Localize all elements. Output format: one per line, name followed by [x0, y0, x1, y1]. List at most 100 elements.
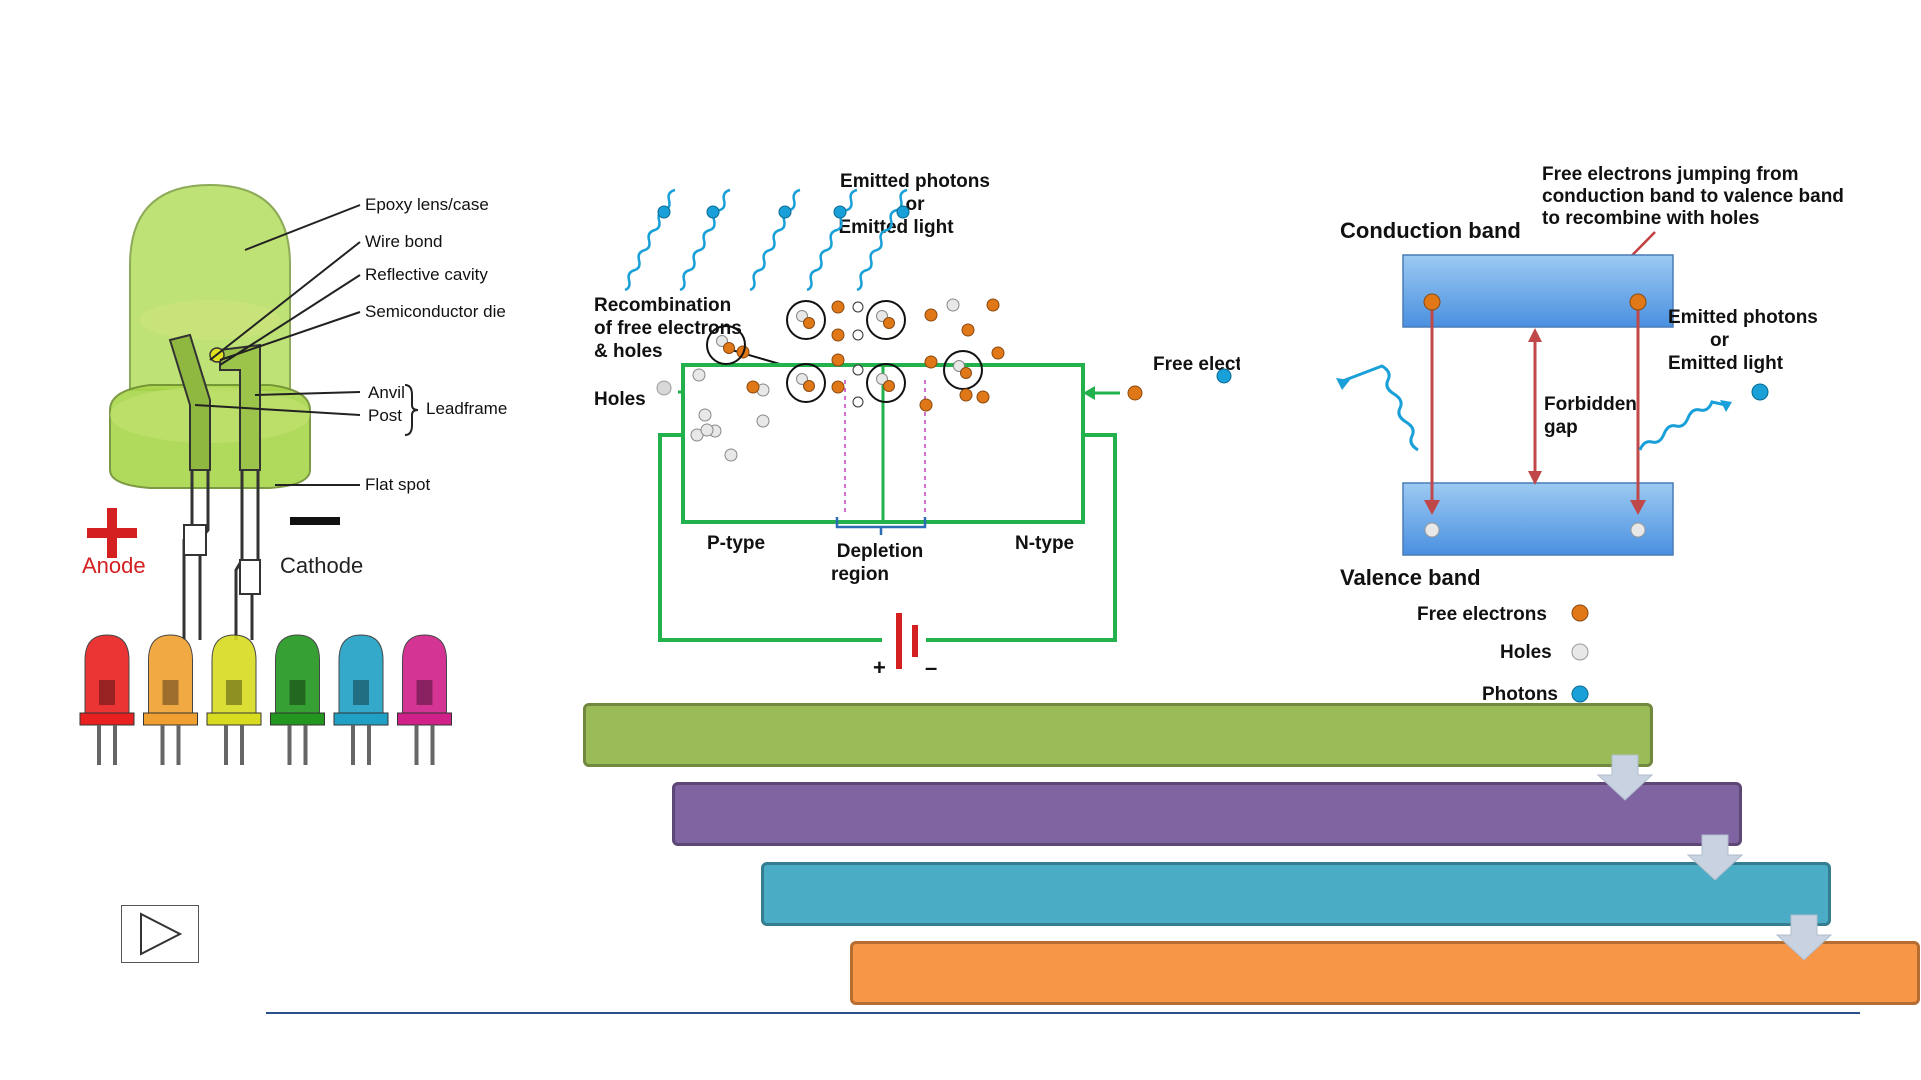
recombination-electron: [883, 380, 895, 392]
energy-band-diagram: Free electrons jumping from conduction b…: [1336, 164, 1844, 705]
recombination-electron: [960, 367, 972, 379]
recombination-label-3: & holes: [594, 341, 663, 362]
recombination-pair: [866, 363, 906, 403]
forbidden-gap-label-2: gap: [1544, 417, 1578, 438]
label-epoxy-lens: Epoxy lens/case: [365, 195, 489, 214]
band-photon-arrow-left-icon: [1336, 378, 1350, 390]
band-emitted-label-3: Emitted light: [1668, 353, 1784, 374]
battery-long-plate: [896, 613, 902, 669]
photon-icon: [1216, 368, 1232, 384]
step-down-arrow-icon-2: [1686, 834, 1744, 881]
jump-label-3: to recombine with holes: [1542, 208, 1759, 229]
colored-led: [79, 634, 135, 765]
pn-ion-positive: [852, 396, 864, 408]
play-icon: [140, 912, 183, 956]
anode-plus-icon: [87, 508, 137, 558]
pn-electron: [986, 298, 1000, 312]
label-post: Post: [368, 406, 402, 425]
pn-electron: [976, 390, 990, 404]
led-leader-lines: [194, 204, 419, 486]
hole-icon: [656, 380, 672, 396]
anode-label: Anode: [82, 553, 146, 578]
pn-hole: [946, 298, 960, 312]
step-down-arrow-icon-1: [1596, 754, 1654, 801]
forbidden-gap-label-1: Forbidden: [1544, 394, 1637, 415]
recombination-electron: [883, 317, 895, 329]
label-wire-bond: Wire bond: [365, 232, 442, 251]
pn-junction-diagram: Emitted photons or Emitted light Recombi…: [594, 171, 1240, 680]
battery-short-plate: [912, 625, 918, 657]
colored-led: [397, 634, 452, 765]
pn-ion-positive: [852, 364, 864, 376]
band-hole-right: [1630, 522, 1646, 538]
pn-photon: [679, 188, 731, 292]
recombination-ring: [786, 363, 826, 403]
depletion-label-2: region: [831, 564, 889, 585]
legend-holes-label: Holes: [1500, 642, 1552, 663]
recombination-ring: [866, 363, 906, 403]
circuit-wire-right: [915, 433, 1117, 642]
label-anvil: Anvil: [368, 383, 405, 402]
electron-icon: [1127, 385, 1143, 401]
step-bar-3: [761, 862, 1831, 926]
recombination-ring: [706, 325, 746, 365]
play-button[interactable]: [121, 905, 199, 963]
conduction-band-label: Conduction band: [1340, 218, 1521, 243]
pn-emitted-label-2: or: [906, 194, 926, 215]
circuit-wire-left: [658, 433, 925, 642]
pn-photon-group: [624, 188, 910, 292]
colored-led: [270, 634, 325, 765]
pn-electron: [746, 380, 760, 394]
led-diagram: Epoxy lens/case Wire bond Reflective cav…: [79, 183, 507, 765]
pn-hole: [724, 448, 738, 462]
recombination-electron: [803, 317, 815, 329]
depletion-label-1: Depletion: [837, 541, 924, 562]
led-color-row: [79, 634, 452, 765]
pn-ion-negative: [831, 353, 845, 367]
recombination-pair: [866, 300, 906, 340]
label-leadframe: Leadframe: [426, 399, 507, 418]
battery-plus-label: +: [873, 655, 886, 680]
p-type-label: P-type: [707, 533, 765, 554]
step-down-arrow-icon-3: [1775, 914, 1833, 961]
label-reflective-cavity: Reflective cavity: [365, 265, 488, 284]
recombination-hole: [953, 360, 965, 372]
pn-hole: [698, 408, 712, 422]
holes-side-label: Holes: [594, 389, 646, 410]
band-electron-right: [1629, 293, 1647, 311]
recombination-electron: [803, 380, 815, 392]
label-semiconductor-die: Semiconductor die: [365, 302, 506, 321]
pn-carrier-group: [690, 298, 1005, 462]
recombination-hole: [716, 335, 728, 347]
recombination-hole: [796, 310, 808, 322]
battery-gap: [882, 620, 926, 662]
legend-photon-swatch: [1571, 685, 1589, 703]
band-emitted-label-2: or: [1710, 330, 1730, 351]
colored-led: [333, 634, 389, 765]
recombination-pair: [706, 325, 746, 365]
pn-emitted-label-1: Emitted photons: [840, 171, 990, 192]
pn-photon: [806, 188, 858, 292]
jump-label-1: Free electrons jumping from: [1542, 164, 1799, 185]
pn-hole: [756, 414, 770, 428]
recombination-ring: [786, 300, 826, 340]
jump-label-2: conduction band to valence band: [1542, 186, 1844, 207]
band-arrows: [1430, 300, 1640, 505]
pn-electron: [919, 398, 933, 412]
step-bar-1: [583, 703, 1653, 767]
cathode-label: Cathode: [280, 553, 363, 578]
legend-electrons-label: Free electrons: [1417, 604, 1547, 625]
step-bar-2: [672, 782, 1742, 846]
conduction-band-rect: [1402, 254, 1674, 328]
pn-ion-negative: [831, 328, 845, 342]
battery-minus-label: –: [925, 655, 937, 680]
pn-hole: [700, 423, 714, 437]
pn-ion-positive: [852, 301, 864, 313]
recombination-label-1: Recombination: [594, 295, 731, 316]
pn-photon: [624, 188, 676, 292]
recombination-ring: [866, 300, 906, 340]
recombination-pair: [786, 363, 826, 403]
n-type-label: N-type: [1015, 533, 1074, 554]
pn-emitted-label-3: Emitted light: [838, 217, 954, 238]
pn-electron: [991, 346, 1005, 360]
